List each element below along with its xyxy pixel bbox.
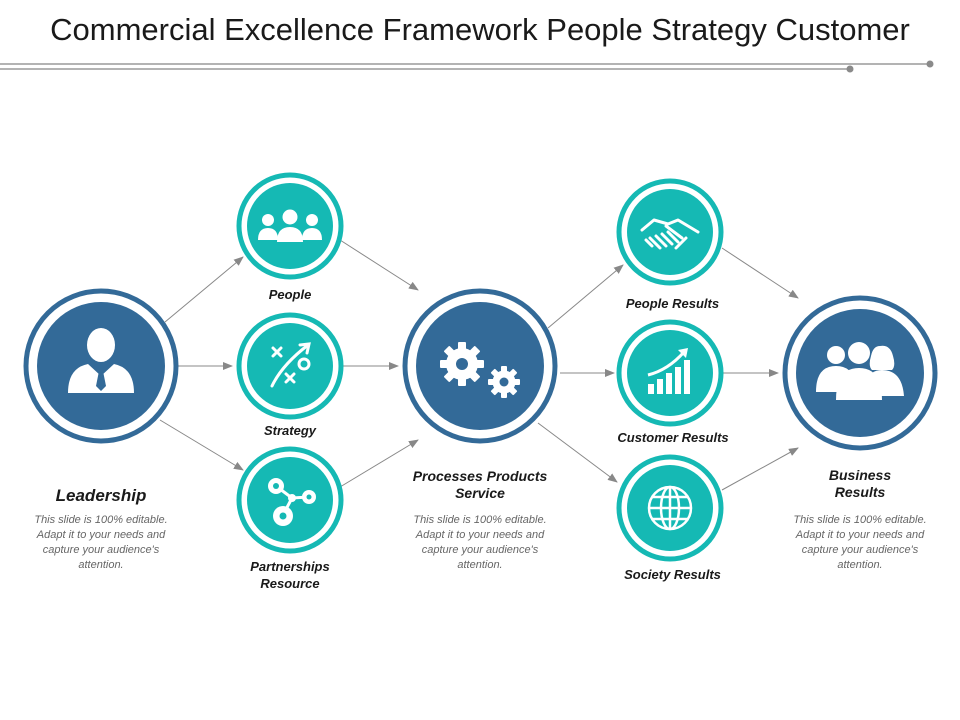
business-results-description: This slide is 100% editable. Adapt it to… <box>793 514 927 571</box>
strategy-label: Strategy <box>263 423 317 438</box>
strategy-play-icon <box>270 342 311 388</box>
business-results-label-line2: Results <box>834 484 886 500</box>
people-node <box>236 172 344 280</box>
leadership-node <box>23 288 179 444</box>
arrow-leadership-people <box>164 256 244 323</box>
gears-icon <box>440 342 520 398</box>
header-rule <box>0 60 934 73</box>
leadership-label: Leadership <box>55 486 147 505</box>
slide-title: Commercial Excellence Framework People S… <box>50 12 910 47</box>
processes-label-line2: Service <box>455 485 505 501</box>
processes-description: This slide is 100% editable. Adapt it to… <box>413 514 547 571</box>
processes-label: Processes Products Service <box>395 468 565 502</box>
customer-results-node <box>616 319 724 427</box>
business-results-node <box>782 295 938 451</box>
customer-results-label: Customer Results <box>617 430 729 445</box>
business-results-label-line1: Business <box>828 467 892 483</box>
society-results-node <box>616 454 724 562</box>
people-results-label: People Results <box>625 296 720 311</box>
businessman-icon <box>68 328 134 393</box>
business-results-label: Business Results <box>790 467 930 501</box>
processes-node <box>402 288 558 444</box>
partnerships-label-line2: Resource <box>260 576 320 591</box>
processes-label-line1: Processes Products <box>412 468 548 484</box>
group-icon <box>816 342 904 400</box>
people-results-node <box>616 178 724 286</box>
society-results-label: Society Results <box>624 567 721 582</box>
strategy-node <box>236 312 344 420</box>
arrow-leadership-partnerships <box>159 419 244 471</box>
globe-icon <box>647 485 693 531</box>
partnerships-label: Partnerships Resource <box>225 558 355 592</box>
arrow-society-results-business <box>721 447 799 491</box>
arrow-people-results-business <box>721 247 799 299</box>
arrow-partnerships-processes <box>339 439 419 488</box>
molecule-icon <box>268 478 316 526</box>
arrow-people-processes <box>339 239 419 291</box>
people-label: People <box>268 287 312 302</box>
growth-chart-icon <box>647 348 690 394</box>
arrow-processes-people-results <box>547 264 624 329</box>
handshake-icon <box>640 218 700 250</box>
arrow-processes-society-results <box>537 422 618 483</box>
partnerships-label-line1: Partnerships <box>250 559 330 574</box>
connector-arrows <box>159 239 799 491</box>
partnerships-node <box>236 446 344 554</box>
team-icon <box>258 209 322 242</box>
leadership-description: This slide is 100% editable. Adapt it to… <box>34 514 168 571</box>
